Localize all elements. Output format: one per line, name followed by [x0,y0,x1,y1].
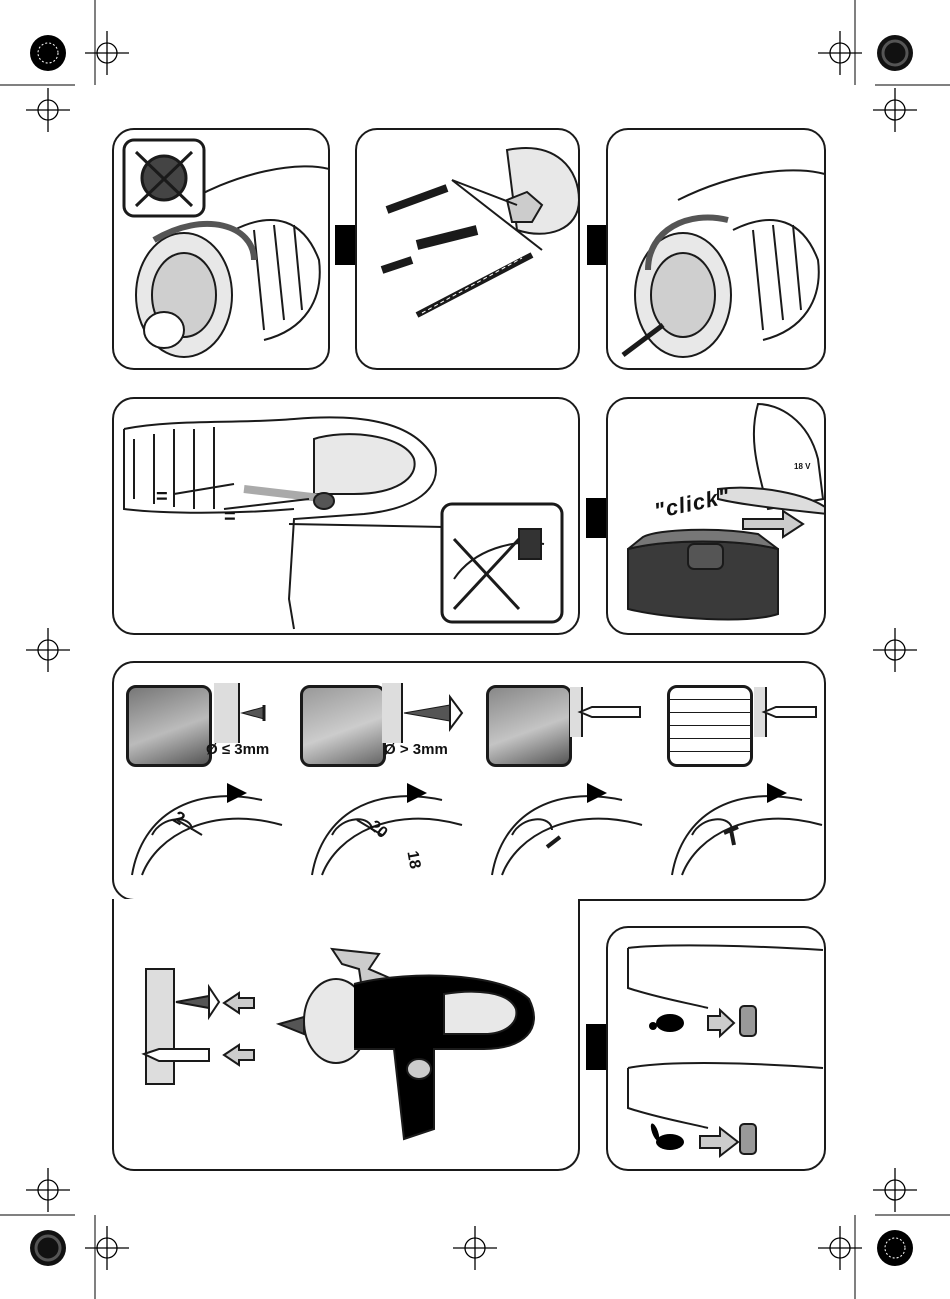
panel-switch-lock: = = [112,397,580,635]
rabbit-icon [649,1123,684,1150]
fast-arrow-icon [700,1128,738,1156]
chuck-open-illustration [114,130,330,370]
dial-setting-3 [492,775,642,885]
small-screw-icon [214,683,274,743]
panel-drilling [112,899,580,1171]
panel-settings: Ø ≤ 3mm Ø > 3mm 2 20 18 [112,661,826,901]
drilling-illustration [114,899,580,1171]
material-wood-hard [300,685,386,767]
material-wood-drill [486,685,572,767]
masonry-drill-bit-icon [754,687,824,737]
chuck-close-illustration [608,130,826,370]
speed-illustration [608,928,826,1171]
material-masonry [667,685,753,767]
label-small-screw: Ø ≤ 3mm [206,741,269,758]
material-wood-soft [126,685,212,767]
panel-chuck-close [606,128,826,370]
wood-drill-bit-icon [570,687,650,737]
warning-cross-icon [136,152,192,206]
panel-chuck-open [112,128,330,370]
dial-setting-4 [672,775,822,885]
switch-mark-1: = [156,486,168,509]
panel-speed [606,926,826,1171]
panel-bits [355,128,580,370]
label-large-screw: Ø > 3mm [384,741,448,758]
dial-setting-1 [132,775,282,885]
voltage-label: 18 V [794,462,810,471]
drill-side-illustration [114,399,580,635]
dial-2-number-b: 18 [402,850,423,871]
large-screw-icon [382,683,472,743]
slow-arrow-icon [708,1010,734,1036]
turtle-icon [649,1014,684,1032]
switch-mark-2: = [224,506,236,529]
panel-battery: "click" 18 V [606,397,826,635]
battery-illustration [608,399,826,635]
bits-illustration [357,130,580,370]
